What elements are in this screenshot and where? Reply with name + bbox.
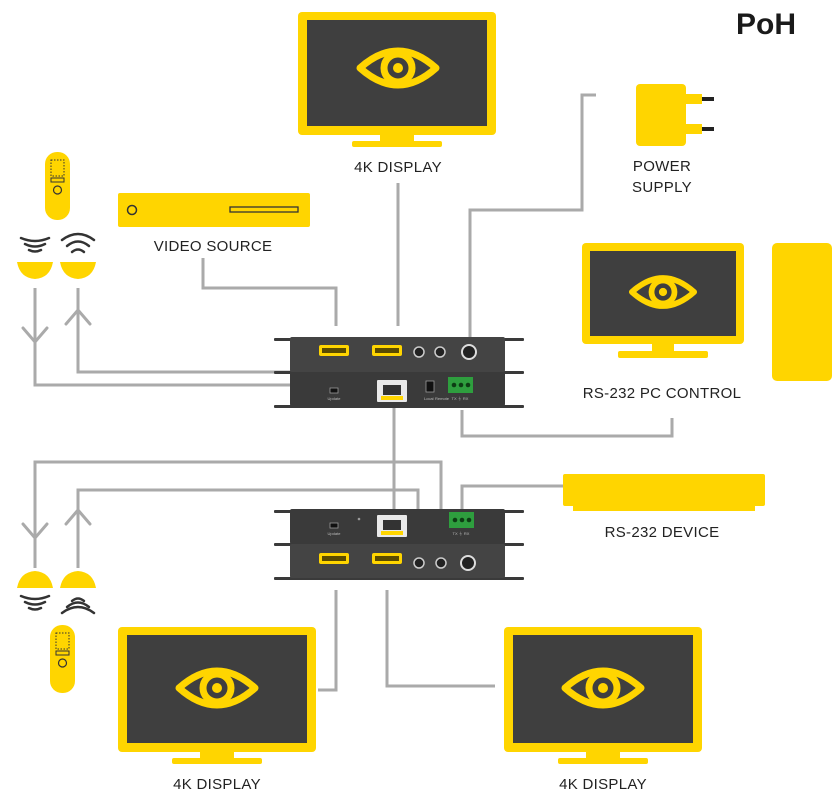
label-pc-control: RS-232 PC CONTROL xyxy=(583,385,741,402)
receiver-device: Update TX ⏚ RX xyxy=(274,509,524,580)
rs232-device xyxy=(563,474,765,511)
mode-switch xyxy=(425,380,435,393)
usb-label: Update xyxy=(328,396,342,401)
ir-jack xyxy=(413,346,425,358)
cable-bottom-right-display xyxy=(385,590,495,688)
label-video-source: VIDEO SOURCE xyxy=(154,238,273,255)
hdmi-port-icon xyxy=(319,345,349,356)
status-led xyxy=(357,517,361,521)
signal-arrows xyxy=(21,307,92,541)
cable-rs232-device xyxy=(460,484,563,516)
pc-tower-icon xyxy=(772,243,832,381)
cable-pc-control xyxy=(460,410,674,438)
page-title: PoH xyxy=(736,8,796,41)
rs232-pin-label: TX ⏚ RX xyxy=(453,530,470,536)
power-jack xyxy=(460,555,476,571)
hdmi-port-icon xyxy=(372,345,402,356)
ir-jack xyxy=(434,346,446,358)
switch-label-local: Local xyxy=(424,396,434,401)
arrow-down-top-left xyxy=(21,326,49,345)
ir-emitter-icon xyxy=(17,236,53,279)
ir-emitter-icon xyxy=(17,571,53,611)
arrow-up-bottom-right xyxy=(64,507,92,526)
transmitter-device: Update Local Remote TX ⏚ RX xyxy=(274,337,524,408)
usb-port xyxy=(329,522,339,529)
label-display-bottom-right: 4K DISPLAY xyxy=(559,776,647,793)
switch-label-remote: Remote xyxy=(435,396,450,401)
ir-receiver-icon xyxy=(60,232,96,279)
hdmi-port-icon xyxy=(372,553,402,564)
pc-monitor xyxy=(582,243,744,358)
cable-power-supply xyxy=(468,93,596,338)
label-display-top: 4K DISPLAY xyxy=(354,159,442,176)
ir-jack xyxy=(435,557,447,569)
label-display-bottom-left: 4K DISPLAY xyxy=(173,776,261,793)
rj45-port-icon xyxy=(377,515,407,537)
cable-video-source xyxy=(201,258,338,326)
rs232-pin-label: TX ⏚ RX xyxy=(452,395,469,401)
usb-label: Update xyxy=(328,531,342,536)
label-rs232-device: RS-232 DEVICE xyxy=(605,524,720,541)
label-power-supply-1: POWER xyxy=(633,158,691,175)
display-bottom-left xyxy=(118,627,316,764)
hdmi-port-icon xyxy=(319,553,349,564)
label-power-supply-2: SUPPLY xyxy=(632,179,692,196)
power-adapter-icon xyxy=(636,84,714,146)
cable-bottom-left-display xyxy=(318,590,338,692)
display-top xyxy=(298,12,496,147)
remote-control-icon xyxy=(45,152,70,220)
usb-port xyxy=(329,387,339,394)
ir-receiver-icon xyxy=(60,571,96,615)
display-bottom-right xyxy=(504,627,702,764)
ir-jack xyxy=(413,557,425,569)
arrow-up-top-right xyxy=(64,307,92,326)
power-jack xyxy=(461,344,477,360)
arrow-down-bottom-left xyxy=(21,522,49,541)
rs232-terminal-icon xyxy=(448,377,473,393)
rs232-terminal-icon xyxy=(449,512,474,528)
media-player-icon xyxy=(118,193,310,227)
rj45-port-icon xyxy=(377,380,407,402)
remote-control-icon xyxy=(50,625,75,693)
